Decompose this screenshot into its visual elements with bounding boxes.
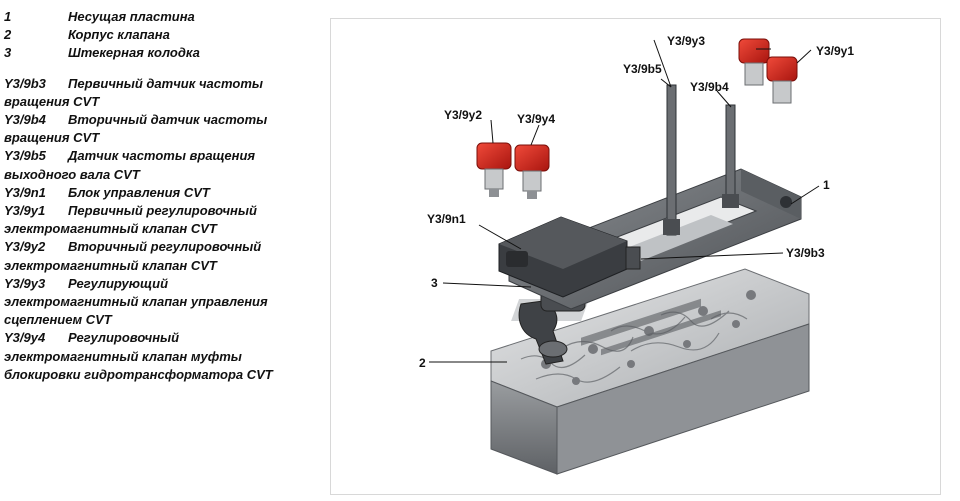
legend-key: Y3/9b4 [4,112,46,128]
legend-text: Регулировочный электромагнитный клапан м… [4,330,273,382]
legend-key: Y3/9y4 [4,330,46,346]
legend-text: Вторичный датчик частоты вращения CVT [4,112,268,146]
label-y4: Y3/9y4 [517,112,555,126]
label-b3: Y3/9b3 [786,246,825,260]
legend-key: Y3/9n1 [4,184,46,200]
label-2: 2 [419,356,426,370]
label-y3: Y3/9y3 [667,34,705,48]
legend-text: Первичный регулировочный электромагнитны… [4,203,257,237]
legend-key: 1 [4,9,12,24]
speed-sensor-b4 [722,104,739,208]
speed-sensor-b3 [625,246,641,270]
exploded-view-figure: Y3/9y3 Y3/9y1 Y3/9b5 Y3/9b4 Y3/9y2 Y3/9y… [330,18,941,495]
solenoid-y2 [476,142,512,197]
legend-text: Первичный датчик частоты вращения CVT [4,75,263,109]
label-n1: Y3/9n1 [427,212,466,226]
cvt-valve-body-illustration: Y3/9y3 Y3/9y1 Y3/9b5 Y3/9b4 Y3/9y2 Y3/9y… [419,34,854,475]
legend-key: 3 [4,45,12,61]
solenoid-y4 [514,144,550,199]
valve-body [490,268,810,475]
label-y1: Y3/9y1 [816,44,854,58]
legend-key: 2 [4,27,12,43]
legend-text: Несущая пластина [68,9,195,24]
legend-item-2: 2 Корпус клапана [4,26,304,44]
legend-key: Y3/9y3 [4,275,46,291]
legend: 1 Несущая пластина 2 Корпус клапана 3 Штеке… [4,8,304,384]
solenoid-y3 [738,38,770,86]
label-y2: Y3/9y2 [444,108,482,122]
speed-sensor-b5 [663,84,680,236]
legend-text: Регулирующий электромагнитный клапан упр… [4,275,268,328]
label-3: 3 [431,276,438,290]
label-b4: Y3/9b4 [690,80,729,94]
leader-lines [429,39,820,363]
legend-key: Y3/9y2 [4,239,46,255]
label-b5: Y3/9b5 [623,62,662,76]
legend-text: Корпус клапана [68,27,170,43]
legend-key: Y3/9b3 [4,75,46,91]
solenoid-y1 [766,56,798,104]
label-1: 1 [823,178,830,192]
legend-key: Y3/9y1 [4,203,46,219]
legend-text: Датчик частоты вращения выходного вала C… [4,148,256,182]
legend-key: Y3/9b5 [4,148,46,164]
legend-item-3: 3 Штекерная колодка [4,44,304,62]
legend-text: Вторичный регулировочный электромагнитны… [4,239,262,273]
legend-text: Блок управления CVT [68,184,210,200]
legend-text: Штекерная колодка [68,45,200,61]
legend-item-1: 1 Несущая пластина [4,8,304,26]
legend-item-n1: Y3/9n1 Блок управления CVT [4,184,304,202]
